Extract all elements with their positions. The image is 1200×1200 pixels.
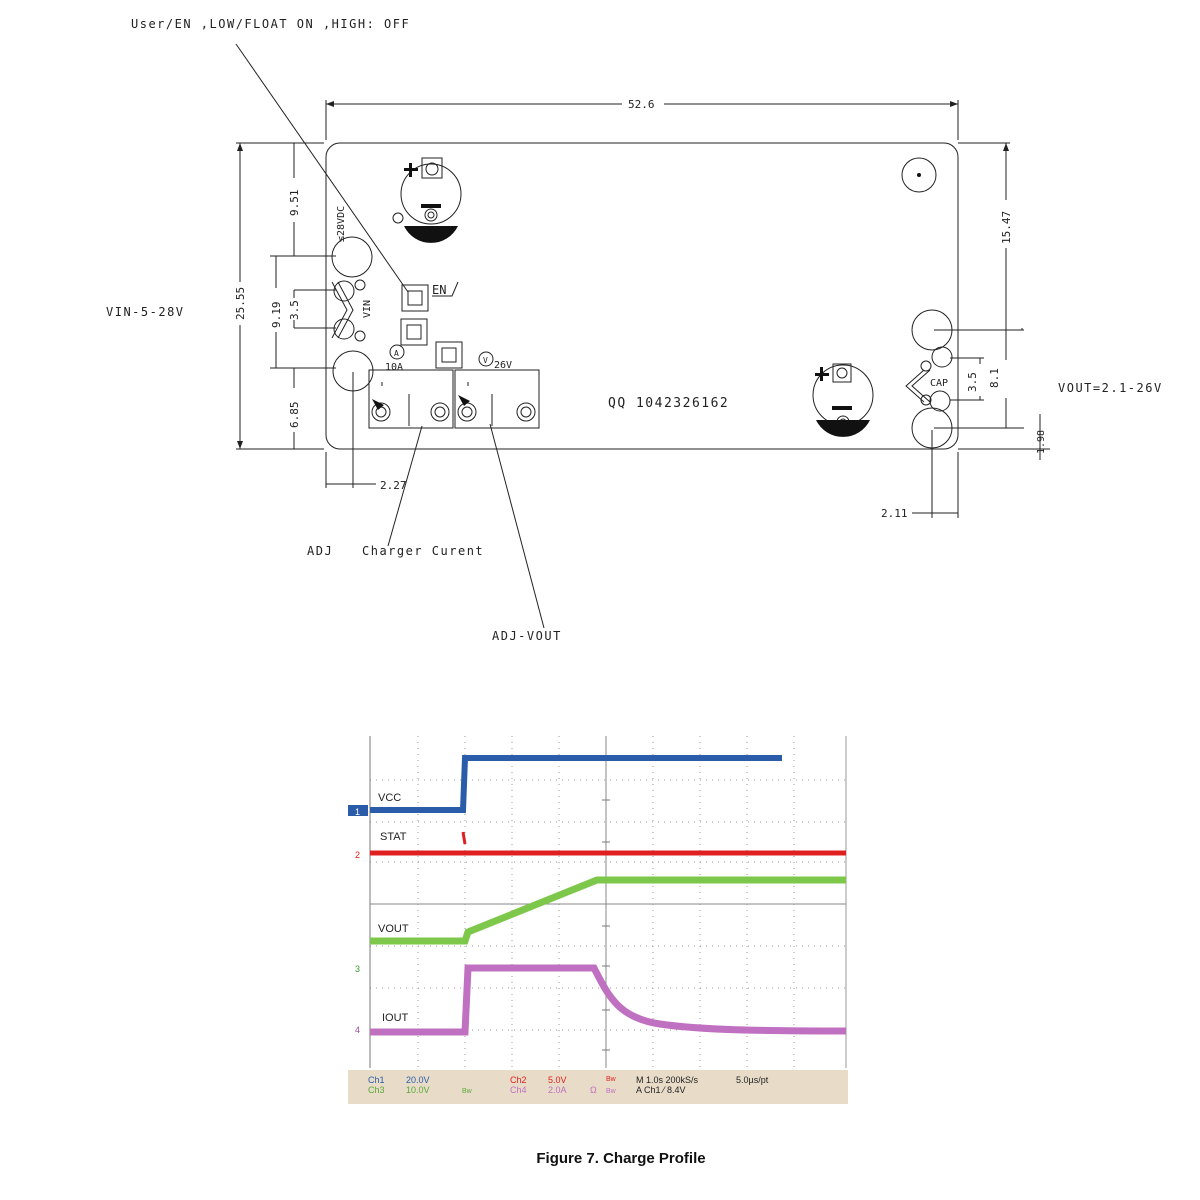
adj-vout-leader-line (489, 423, 545, 629)
stat-label: STAT (380, 831, 407, 843)
ch4-status: Ch4 (510, 1085, 527, 1095)
amp-symbol: A (394, 349, 399, 358)
bw2-status: Bw (606, 1076, 617, 1083)
ch1-marker: 1 (355, 807, 360, 817)
user-en-annotation: User/EN ,LOW/FLOAT ON ,HIGH: OFF (131, 17, 410, 31)
dim-width-total: 52.6 (628, 98, 655, 111)
ch3-scale: 10.0V (406, 1085, 430, 1095)
timebase-status: M 1.0s 200kS/s (636, 1075, 699, 1085)
ch2-marker: 2 (355, 850, 360, 860)
serial-label: QQ 1042326162 (608, 396, 729, 411)
ch3-marker: 3 (355, 964, 360, 974)
dim-9-19: 9.19 (270, 302, 283, 329)
scope-capture: 1 2 3 4 VCC STAT VOUT IOUT Ch1 20.0V Ch3… (348, 733, 848, 1104)
ch2-status: Ch2 (510, 1075, 527, 1085)
charger-current-potentiometer (368, 369, 454, 429)
dim-25-55: 25.55 (234, 287, 247, 320)
ch4-marker: 4 (355, 1025, 360, 1035)
dim-2-11: 2.11 (881, 507, 908, 520)
dim-2-27: 2.27 (380, 479, 407, 492)
en-label: EN (432, 283, 446, 297)
current-label: 10A (385, 362, 403, 373)
vout-label: VOUT (378, 923, 409, 935)
dim-15-47: 15.47 (1000, 211, 1013, 244)
ch1-scale: 20.0V (406, 1075, 430, 1085)
vin-terminal-bottom (332, 350, 374, 392)
vin-terminal-top (331, 236, 373, 278)
bw1-status: Bw (462, 1088, 473, 1095)
input-capacitor (400, 163, 462, 225)
en-leader-line (235, 43, 409, 293)
ch4-scale: 2.0A (548, 1085, 567, 1095)
iout-label: IOUT (382, 1012, 409, 1024)
vin-board-label: VIN (362, 300, 373, 318)
trigger-status: A Ch1 ⁄ 8.4V (636, 1085, 686, 1095)
dim-6-85: 6.85 (288, 402, 301, 429)
cap-label: CAP (930, 378, 948, 389)
board-outline (325, 142, 959, 450)
sample-status: 5.0µs/pt (736, 1075, 769, 1085)
dim-1-98: 1.98 (1036, 430, 1047, 454)
vdc-label: ≤28VDC (336, 206, 347, 242)
charger-current-annotation: Charger Curent (362, 544, 484, 558)
dim-3-5-right: 3.5 (966, 372, 979, 392)
adj-vout-annotation: ADJ-VOUT (492, 629, 562, 643)
en-pad (401, 284, 429, 312)
vin-annotation: VIN-5-28V (106, 305, 185, 319)
mounting-hole (901, 157, 937, 193)
volt-label: 26V (494, 360, 512, 371)
scope-status-bar (348, 1070, 848, 1104)
ch2-scale: 5.0V (548, 1075, 567, 1085)
adj-annotation: ADJ (307, 544, 333, 558)
adj-vout-potentiometer (454, 369, 540, 429)
dim-9-51: 9.51 (288, 190, 301, 217)
vcc-label: VCC (378, 792, 401, 804)
omega-status: Ω (590, 1085, 597, 1095)
figure-caption: Figure 7. Charge Profile (536, 1150, 705, 1167)
vout-annotation: VOUT=2.1-26V (1058, 381, 1163, 395)
iout-trace (370, 964, 847, 1036)
ch1-status: Ch1 (368, 1075, 385, 1085)
vout-trace (370, 876, 846, 945)
bw3-status: Bw (606, 1088, 617, 1095)
vout-terminal-bottom (911, 407, 953, 449)
vcc-trace (370, 755, 782, 813)
volt-symbol: V (483, 356, 488, 365)
dim-3-5-left: 3.5 (288, 300, 301, 320)
ch3-status: Ch3 (368, 1085, 385, 1095)
charger-current-leader-line (387, 425, 423, 547)
vout-terminal-top (911, 309, 953, 351)
dim-8-1: 8.1 (988, 368, 1001, 388)
